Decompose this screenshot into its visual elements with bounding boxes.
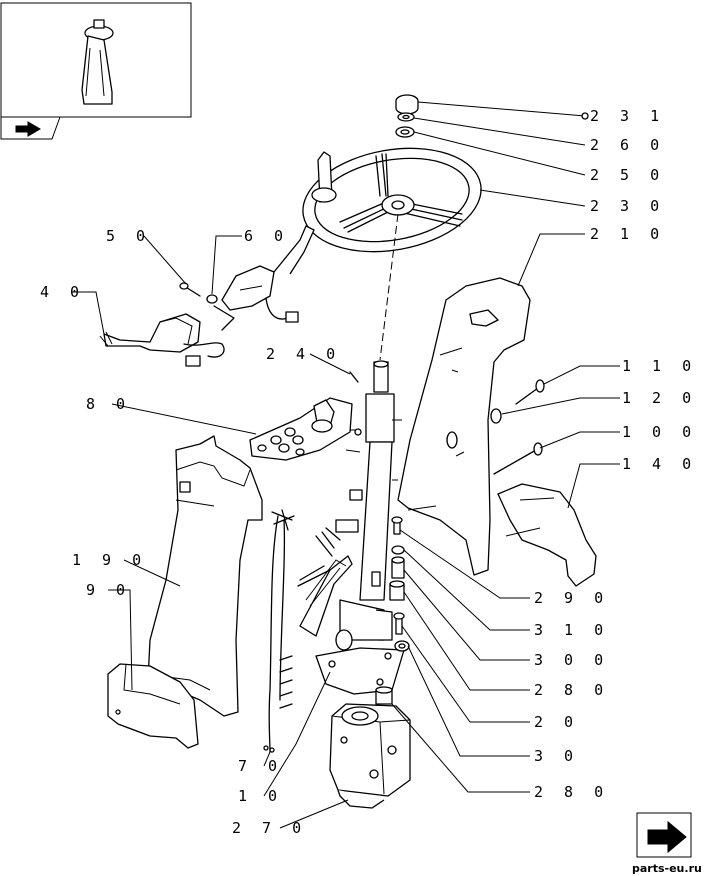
callout-250[interactable]: 2 5 0 xyxy=(590,166,665,184)
bracket-140 xyxy=(497,483,597,587)
screw-20 xyxy=(393,612,405,635)
next-page-icon[interactable] xyxy=(636,812,692,858)
callout-60[interactable]: 6 0 xyxy=(244,227,289,245)
cover-190 xyxy=(147,435,263,717)
callout-270[interactable]: 2 7 0 xyxy=(232,819,307,837)
bolt-110 xyxy=(515,379,545,405)
spacer-300 xyxy=(391,556,405,579)
bushing-280 xyxy=(389,580,405,601)
bolt-50 xyxy=(179,282,201,297)
washer-310 xyxy=(391,545,405,555)
leader-lines xyxy=(72,101,620,829)
switch-assembly-40 xyxy=(99,225,315,367)
washer-60 xyxy=(206,294,218,304)
bolt-100 xyxy=(493,442,543,475)
thumbnail-column-sketch xyxy=(81,19,114,105)
callout-90[interactable]: 9 0 xyxy=(86,581,131,599)
steering-column xyxy=(299,360,405,695)
callout-40[interactable]: 4 0 xyxy=(40,283,85,301)
callout-231[interactable]: 2 3 1 xyxy=(590,107,665,125)
page-arrow-icon[interactable] xyxy=(15,121,41,137)
callout-310[interactable]: 3 1 0 xyxy=(534,621,609,639)
callout-10[interactable]: 1 0 xyxy=(238,787,283,805)
cover-90 xyxy=(107,663,199,749)
callout-280-lower[interactable]: 2 8 0 xyxy=(534,783,609,801)
callout-230[interactable]: 2 3 0 xyxy=(590,197,665,215)
callout-110[interactable]: 1 1 0 xyxy=(622,357,697,375)
steering-unit-270 xyxy=(329,703,411,809)
bolt-290 xyxy=(391,516,403,535)
callout-300[interactable]: 3 0 0 xyxy=(534,651,609,669)
callout-290[interactable]: 2 9 0 xyxy=(534,589,609,607)
callout-190[interactable]: 1 9 0 xyxy=(72,551,147,569)
callout-30[interactable]: 3 0 xyxy=(534,747,579,765)
callout-labels[interactable]: 2 3 1 2 6 0 2 5 0 2 3 0 2 1 0 1 1 0 1 2 … xyxy=(40,107,697,837)
thumbnail-panel[interactable] xyxy=(0,2,192,140)
control-panel-80 xyxy=(249,397,362,461)
cover-panel-210 xyxy=(397,277,531,576)
nut-231 xyxy=(395,94,419,115)
callout-80[interactable]: 8 0 xyxy=(86,395,131,413)
callout-100[interactable]: 1 0 0 xyxy=(622,423,697,441)
callout-70[interactable]: 7 0 xyxy=(238,757,283,775)
bushing-280-lower xyxy=(375,686,393,705)
callout-260[interactable]: 2 6 0 xyxy=(590,136,665,154)
pin-240 xyxy=(349,371,359,383)
callout-120[interactable]: 1 2 0 xyxy=(622,389,697,407)
callout-markers xyxy=(581,112,589,120)
washer-260 xyxy=(397,112,415,122)
callout-50[interactable]: 5 0 xyxy=(106,227,151,245)
washer-30 xyxy=(394,640,410,652)
callout-140[interactable]: 1 4 0 xyxy=(622,455,697,473)
callout-20[interactable]: 2 0 xyxy=(534,713,579,731)
callout-240[interactable]: 2 4 0 xyxy=(266,345,341,363)
washer-250 xyxy=(395,126,415,138)
wiring-harness-70 xyxy=(263,509,341,753)
washer-120 xyxy=(490,408,502,424)
steering-wheel xyxy=(302,147,482,253)
callout-210[interactable]: 2 1 0 xyxy=(590,225,665,243)
watermark-text: parts-eu.ru xyxy=(632,862,702,875)
callout-280[interactable]: 2 8 0 xyxy=(534,681,609,699)
